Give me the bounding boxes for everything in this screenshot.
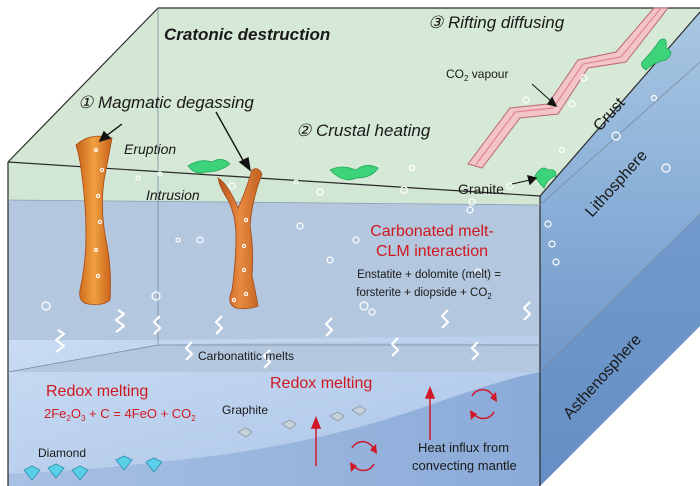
graphite-label: Graphite <box>222 403 268 417</box>
heat-influx-arrows <box>310 385 436 466</box>
step3-label: ③ Rifting diffusing <box>428 13 565 32</box>
granite-bodies <box>187 38 672 189</box>
heat-influx-line2: convecting mantle <box>412 458 517 473</box>
melt-squiggles <box>54 301 532 369</box>
co2-bubbles <box>41 74 671 316</box>
eruption-label: Eruption <box>124 141 176 157</box>
front-crust-left <box>8 8 158 200</box>
carbonatitic-melts-label: Carbonatitic melts <box>198 349 294 363</box>
redox-melting-left: Redox melting <box>46 383 148 400</box>
co2-vapour-label: CO2 vapour <box>446 67 508 83</box>
redox-melting-center: Redox melting <box>270 375 372 392</box>
redox-equation: 2Fe2O3 + C = 4FeO + CO2 <box>44 406 196 423</box>
front-crust-band <box>8 162 540 205</box>
diamond-label: Diamond <box>38 446 86 460</box>
graphite-icons <box>237 405 367 438</box>
step1-label: ① Magmatic degassing <box>78 93 254 112</box>
intrusion-magma-body <box>217 168 263 310</box>
heat-influx-line1: Heat influx from <box>418 440 509 455</box>
eruption-magma-body <box>75 135 113 305</box>
asthenosphere-wedge <box>8 372 540 486</box>
top-face-crust <box>8 8 700 196</box>
diamond-icons <box>23 455 163 481</box>
carbonated-melt-line1: Carbonated melt- <box>370 223 494 240</box>
title-label: Cratonic destruction <box>164 25 330 44</box>
reaction-line2: forsterite + diopside + CO2 <box>356 287 492 301</box>
carbonated-melt-line2: CLM interaction <box>376 243 488 260</box>
granite-label: Granite <box>458 181 504 197</box>
reaction-line1: Enstatite + dolomite (melt) = <box>357 269 501 281</box>
convection-cells <box>350 388 497 472</box>
front-lithosphere <box>8 200 540 372</box>
right-face-asthenosphere <box>540 214 700 486</box>
step2-label: ② Crustal heating <box>296 121 431 140</box>
intrusion-label: Intrusion <box>146 187 200 203</box>
pointer-arrows <box>98 83 558 186</box>
lab-boundary <box>8 342 540 372</box>
